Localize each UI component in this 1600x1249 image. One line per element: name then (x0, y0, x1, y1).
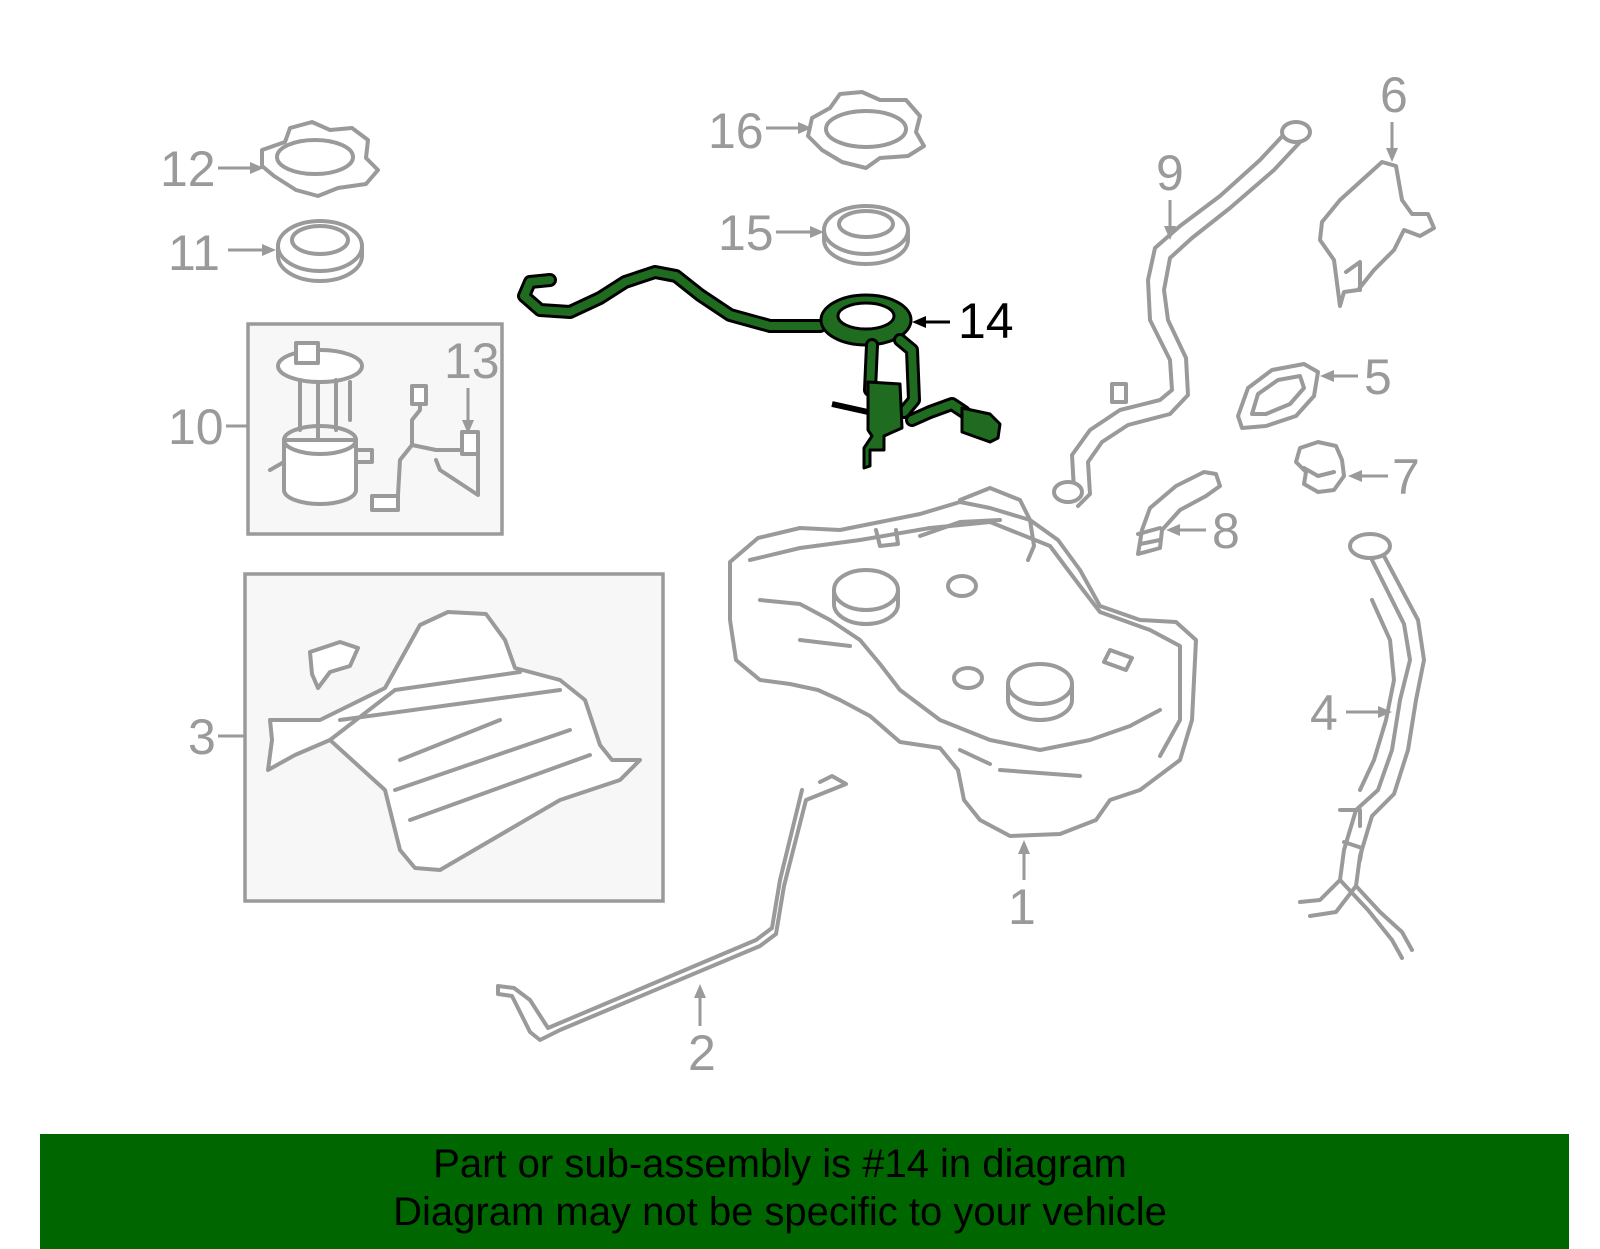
callout-15: 15 (718, 205, 774, 261)
banner-line-disclaimer: Diagram may not be specific to your vehi… (393, 1190, 1167, 1234)
callout-2: 2 (688, 1025, 716, 1081)
part-1-fuel-tank (728, 486, 1198, 838)
part-16-lock-ring (806, 90, 926, 170)
part-15-seal (822, 204, 910, 266)
callout-10: 10 (168, 399, 224, 455)
part-5-gasket (1236, 362, 1320, 430)
part-14-fuel-level-sender-highlighted (517, 265, 1002, 470)
part-12-lock-ring (260, 120, 380, 198)
info-banner: Part or sub-assembly is #14 in diagram D… (40, 1134, 1569, 1249)
callout-12: 12 (160, 141, 216, 197)
part-9-vent-hose (1052, 120, 1312, 508)
callout-13: 13 (444, 333, 500, 389)
part-2-tank-strap (496, 774, 848, 1042)
callout-8: 8 (1212, 503, 1240, 559)
part-11-seal (276, 219, 364, 283)
banner-line-part-number: Part or sub-assembly is #14 in diagram (433, 1142, 1127, 1186)
callout-1: 1 (1008, 879, 1036, 935)
callout-7: 7 (1392, 449, 1420, 505)
leader-arrows (218, 122, 1398, 1026)
part-4-filler-pipe (1298, 532, 1426, 960)
callout-9: 9 (1156, 145, 1184, 201)
callout-5: 5 (1364, 349, 1392, 405)
callout-14: 14 (958, 293, 1014, 349)
callout-6: 6 (1380, 67, 1408, 123)
callout-4: 4 (1310, 685, 1338, 741)
callout-11: 11 (168, 225, 220, 281)
part-3-heat-shield (266, 610, 642, 872)
part-6-bracket (1318, 160, 1436, 308)
part-7-cap (1294, 440, 1346, 494)
part-8-hose (1136, 470, 1222, 556)
part-13-sender (370, 384, 480, 512)
callout-3: 3 (188, 709, 216, 765)
callout-16: 16 (708, 103, 764, 159)
part-10-fuel-pump-module (268, 341, 374, 506)
